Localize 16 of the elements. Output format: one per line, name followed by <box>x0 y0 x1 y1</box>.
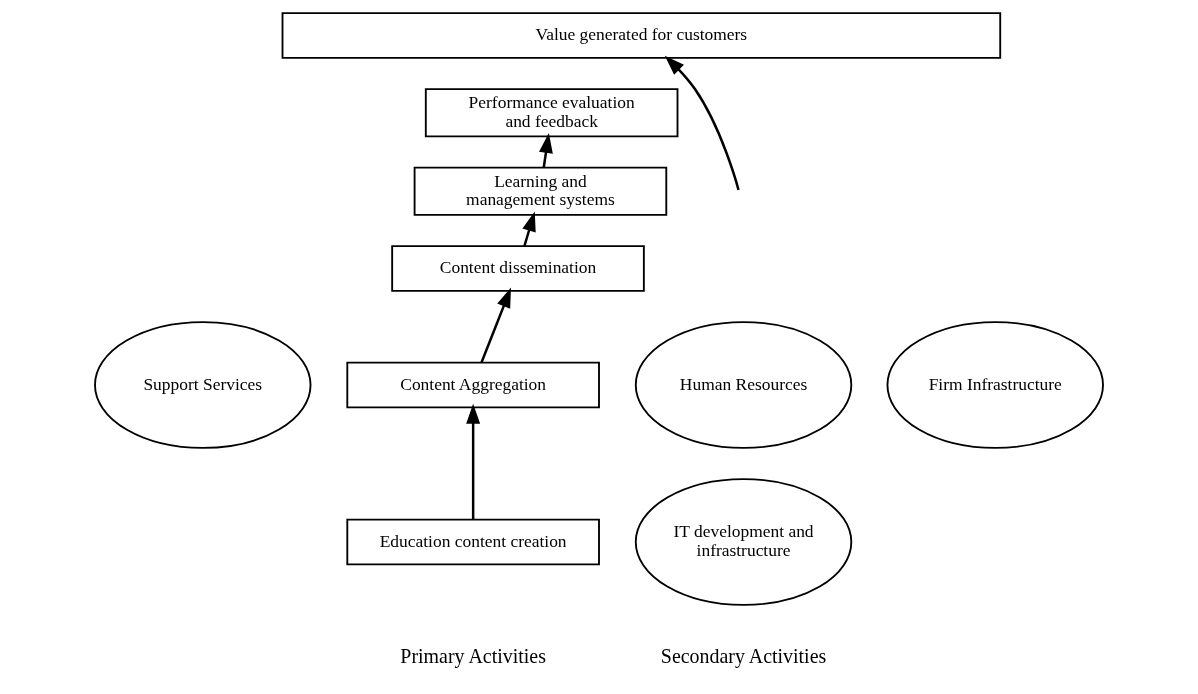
node-ellipse: Human Resources <box>634 321 853 449</box>
node-ellipse: Support Services <box>94 321 312 449</box>
node-box: Content dissemination <box>391 245 645 292</box>
label: Secondary Activities <box>660 645 827 668</box>
node-box: Performance evaluation and feedback <box>424 88 679 138</box>
node-ellipse: IT development and infrastructure <box>634 478 853 606</box>
arrow <box>480 287 511 363</box>
node-box: Value generated for customers <box>281 12 1002 59</box>
arrow <box>664 55 740 191</box>
node-ellipse: Firm Infrastructure <box>886 321 1104 449</box>
label: Primary Activities <box>400 645 546 668</box>
node-box: Content Aggregation <box>346 361 600 409</box>
node-box: Learning and management systems <box>413 166 668 216</box>
node-box: Education content creation <box>346 518 600 566</box>
arrow <box>522 211 536 247</box>
arrow <box>466 403 481 520</box>
